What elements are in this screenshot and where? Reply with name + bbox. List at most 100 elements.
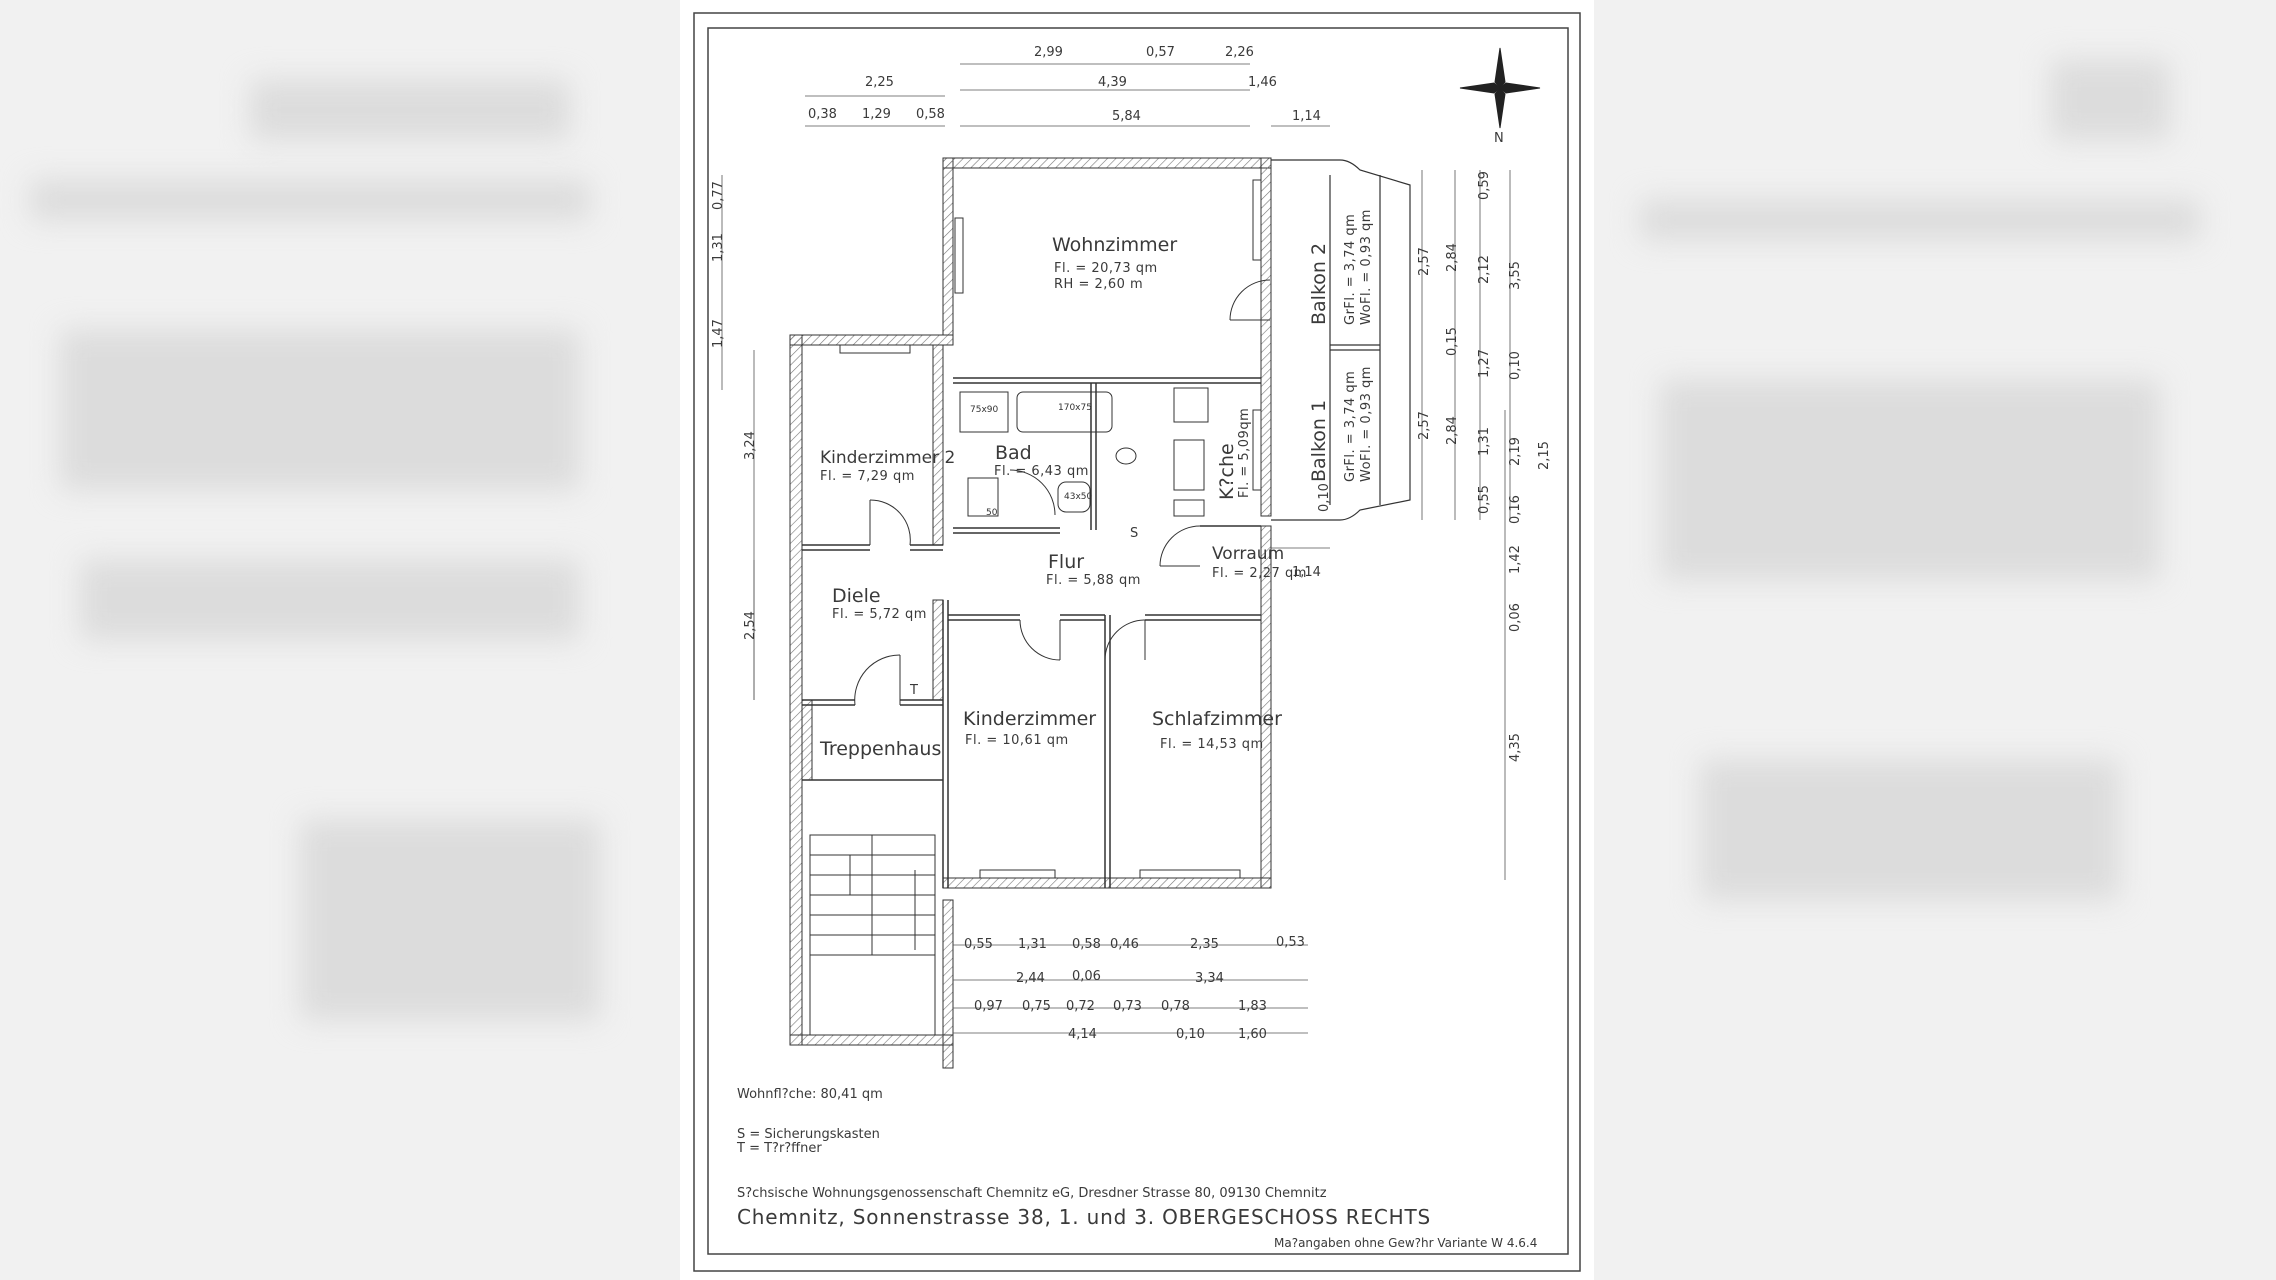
room-area-kinderzimmer2: Fl. = 7,29 qm: [820, 469, 915, 484]
room-name-kueche: K?che: [1216, 443, 1238, 500]
dim-bottom: 0,97: [974, 999, 1003, 1014]
dim-bottom: 4,14: [1068, 1027, 1097, 1042]
dim-top: 2,99: [1034, 45, 1063, 60]
dim-right: 3,55: [1508, 261, 1523, 290]
dim-bottom: 0,72: [1066, 999, 1095, 1014]
room-name-schlafzimmer: Schlafzimmer: [1152, 708, 1282, 730]
windows: [839, 179, 1262, 879]
dim-right: 1,42: [1508, 545, 1523, 574]
dim-top: 5,84: [1112, 109, 1141, 124]
legend-t: T = T?r?ffner: [737, 1141, 822, 1156]
dim-right: 0,59: [1477, 171, 1492, 200]
dim-top: 0,57: [1146, 45, 1175, 60]
bathroom-fixtures: [959, 387, 1209, 517]
room-name-treppenhaus: Treppenhaus: [820, 738, 942, 760]
dim-bottom: 0,10: [1176, 1027, 1205, 1042]
interior-walls: [802, 377, 1261, 888]
dim-bottom: 0,55: [964, 937, 993, 952]
dim-bottom: 0,78: [1161, 999, 1190, 1014]
balconies: [1271, 159, 1411, 521]
room-area-bad: Fl. = 6,43 qm: [994, 464, 1089, 479]
fuse-marker: S: [1130, 526, 1139, 541]
dim-right: 2,57: [1417, 411, 1432, 440]
floor-plan-drawing: [693, 12, 1581, 1272]
legend-s: S = Sicherungskasten: [737, 1127, 880, 1142]
dim-right: 0,16: [1508, 495, 1523, 524]
address-line: Chemnitz, Sonnenstrasse 38, 1. und 3. OB…: [737, 1205, 1432, 1229]
room-name-balkon1: Balkon 1: [1308, 399, 1330, 482]
variant-note: Ma?angaben ohne Gew?hr Variante W 4.6.4: [1274, 1236, 1538, 1250]
room-area-diele: Fl. = 5,72 qm: [832, 607, 927, 622]
dim-bottom: 1,60: [1238, 1027, 1267, 1042]
dim-bottom: 3,34: [1195, 971, 1224, 986]
dim-bottom: 2,44: [1016, 971, 1045, 986]
dim-top: 4,39: [1098, 75, 1127, 90]
dim-top: 1,29: [862, 107, 891, 122]
room-name-diele: Diele: [832, 585, 881, 607]
dim-left: 3,24: [743, 431, 758, 460]
room-grfl-balkon1: GrFl. = 3,74 qm: [1343, 370, 1358, 482]
room-name-balkon2: Balkon 2: [1308, 242, 1330, 325]
dim-top: 2,25: [865, 75, 894, 90]
dim-top: 1,46: [1248, 75, 1277, 90]
bathtub-label: 170x75: [1058, 403, 1092, 413]
dim-right: 0,10: [1508, 351, 1523, 380]
room-name-kinderzimmer2: Kinderzimmer 2: [820, 448, 956, 468]
dim-right: 0,06: [1508, 603, 1523, 632]
dim-right: 0,10: [1317, 483, 1332, 512]
room-name-bad: Bad: [995, 442, 1032, 464]
dim-right: 1,31: [1477, 427, 1492, 456]
room-name-wohnzimmer: Wohnzimmer: [1052, 234, 1178, 256]
dim-left: 1,47: [711, 319, 726, 348]
room-area-schlafzimmer: Fl. = 14,53 qm: [1160, 737, 1264, 752]
dim-bottom: 0,53: [1276, 935, 1305, 950]
dim-right: 4,35: [1508, 733, 1523, 762]
room-name-flur: Flur: [1048, 551, 1085, 573]
company-line: S?chsische Wohnungsgenossenschaft Chemni…: [737, 1186, 1327, 1201]
room-area-vorraum: Fl. = 2,27 qm: [1212, 566, 1307, 581]
shower-label: 75x90: [970, 405, 999, 415]
dim-bottom: 0,46: [1110, 937, 1139, 952]
dim-bottom: 0,73: [1113, 999, 1142, 1014]
walls: [789, 157, 1272, 1069]
dim-right: 2,84: [1445, 243, 1460, 272]
door-opener-marker: T: [910, 683, 918, 698]
room-area-wohnzimmer: Fl. = 20,73 qm: [1054, 261, 1158, 276]
legend-wohnflaeche: Wohnfl?che: 80,41 qm: [737, 1087, 883, 1102]
dim-right: 2,12: [1477, 255, 1492, 284]
compass-icon: [1459, 47, 1541, 129]
dim-top: 1,14: [1292, 109, 1321, 124]
dimension-lines: [721, 63, 1511, 1034]
dim-left: 0,77: [711, 181, 726, 210]
room-grfl-balkon2: GrFl. = 3,74 qm: [1343, 213, 1358, 325]
dim-bottom: 0,58: [1072, 937, 1101, 952]
dim-left: 2,54: [743, 611, 758, 640]
dim-bottom: 0,75: [1022, 999, 1051, 1014]
floor-plan-sheet: N Wohnzimmer Fl. = 20,73 qm RH = 2,60 m …: [680, 0, 1594, 1280]
dim-top: 2,26: [1225, 45, 1254, 60]
dim-bottom: 1,83: [1238, 999, 1267, 1014]
dim-right: 0,55: [1477, 485, 1492, 514]
dim-left: 1,31: [711, 233, 726, 262]
washer-label: 50: [986, 508, 998, 518]
dim-top: 0,38: [808, 107, 837, 122]
room-area-flur: Fl. = 5,88 qm: [1046, 573, 1141, 588]
room-height-wohnzimmer: RH = 2,60 m: [1054, 277, 1144, 292]
dim-right: 2,15: [1537, 441, 1552, 470]
dim-right: 2,19: [1508, 437, 1523, 466]
sink-label: 43x50: [1064, 492, 1093, 502]
dim-right: 2,57: [1417, 247, 1432, 276]
dim-bottom: 1,31: [1018, 937, 1047, 952]
dim-right: 0,15: [1445, 327, 1460, 356]
room-name-kinderzimmer: Kinderzimmer: [963, 708, 1097, 730]
dim-right: 2,84: [1445, 416, 1460, 445]
room-area-kinderzimmer: Fl. = 10,61 qm: [965, 733, 1069, 748]
stairs: [809, 834, 936, 1036]
room-wofl-balkon2: WoFl. = 0,93 qm: [1359, 209, 1374, 325]
room-area-kueche: Fl. = 5,09qm: [1237, 407, 1252, 498]
dim-bottom: 0,06: [1072, 969, 1101, 984]
room-name-vorraum: Vorraum: [1212, 544, 1285, 564]
compass-label: N: [1494, 131, 1504, 146]
room-wofl-balkon1: WoFl. = 0,93 qm: [1359, 366, 1374, 482]
dim-right-mid: 1,14: [1292, 565, 1321, 580]
